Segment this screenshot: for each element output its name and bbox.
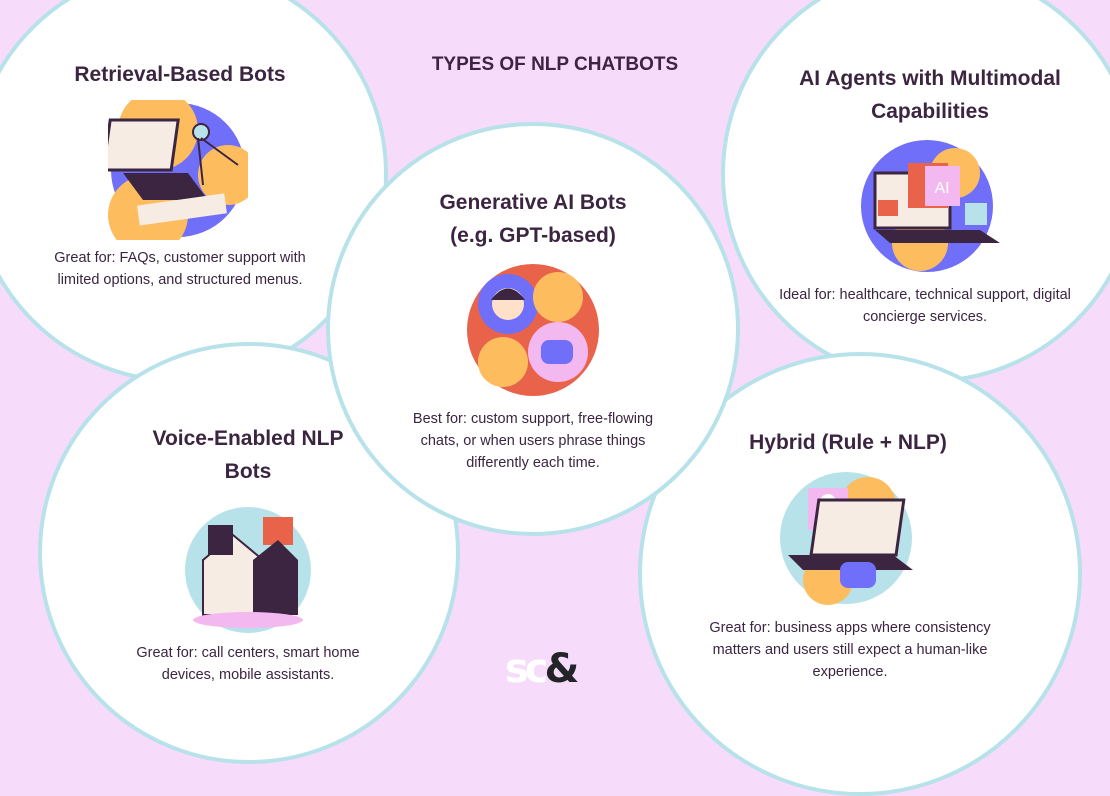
card-title: Voice-Enabled NLP Bots — [152, 427, 344, 483]
person-robot-chat-icon — [467, 264, 599, 396]
page-title: TYPES OF NLP CHATBOTS — [431, 54, 679, 75]
card-title: Retrieval-Based Bots — [74, 63, 286, 86]
brand-logo: sc& — [505, 646, 580, 692]
card-title: Hybrid (Rule + NLP) — [749, 431, 947, 454]
laptop-compass-icon — [108, 100, 248, 240]
card-title: AI Agents with Multimodal Capabilities — [799, 67, 1061, 123]
logo-ampersand: & — [544, 646, 580, 692]
card-description: Best for: custom support, free-flowing c… — [412, 411, 654, 471]
laptop-robot-icon — [780, 472, 913, 605]
ai-badge: AI — [934, 180, 949, 197]
logo-text: sc — [505, 646, 548, 692]
card-description: Great for: call centers, smart home devi… — [136, 645, 360, 683]
card-description: Ideal for: healthcare, technical support… — [779, 287, 1071, 325]
card-description: Great for: FAQs, customer support with l… — [54, 250, 306, 288]
card-title: Generative AI Bots (e.g. GPT-based) — [439, 191, 627, 247]
smart-home-icon — [185, 507, 311, 633]
laptop-ai-icon: AI — [861, 140, 1000, 272]
card-description: Great for: business apps where consisten… — [709, 620, 991, 680]
